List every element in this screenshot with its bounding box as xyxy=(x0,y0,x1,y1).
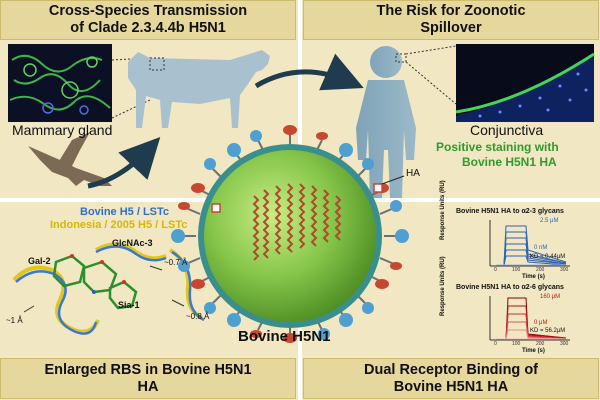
binding-chart-a26 xyxy=(489,296,570,341)
label-glcnac: GlcNAc-3 xyxy=(112,238,153,248)
title-bar-top-left: Cross-Species Transmission of Clade 2.3.… xyxy=(0,0,296,40)
title-bar-top-right: The Risk for Zoonotic Spillover xyxy=(303,0,599,40)
legend-bovine-h5: Bovine H5 / LSTc xyxy=(80,206,170,218)
distance-08: ~0.8 Å xyxy=(186,312,210,321)
title-bar-bottom-right: Dual Receptor Binding of Bovine H5N1 HA xyxy=(303,358,599,399)
ha-label: HA xyxy=(406,168,420,179)
title-line-2: Bovine H5N1 HA xyxy=(393,379,509,395)
chart-a23-xtick-100: 100 xyxy=(512,267,521,273)
conjunctiva-micrograph xyxy=(455,44,595,122)
conjunctiva-label: Conjunctiva xyxy=(470,122,544,138)
virus-name-label: Bovine H5N1 xyxy=(238,328,331,345)
title-line-1: Cross-Species Transmission xyxy=(48,3,248,19)
staining-note-line1: Positive staining with xyxy=(436,140,559,154)
transmission-arrow-right xyxy=(254,53,364,91)
chart-a23-xtick-0: 0 xyxy=(494,267,497,273)
chart-a23-top-conc: 2.5 μM xyxy=(540,218,559,224)
title-line-2: HA xyxy=(137,379,159,395)
chart-a23-bottom-conc: 0 nM xyxy=(534,245,548,251)
chart-a23-ylabel: Response Units (RU) xyxy=(440,180,446,240)
title-line-1: The Risk for Zoonotic xyxy=(376,3,526,19)
chart-a26-xtick-0: 0 xyxy=(494,341,497,347)
chart-a26-ylabel: Response Units (RU) xyxy=(440,256,446,316)
chart-a26-top-conc: 160 μM xyxy=(540,294,561,300)
chart-a23-title: Bovine H5N1 HA to α2-3 glycans xyxy=(456,208,564,215)
staining-note-line2: Bovine H5N1 HA xyxy=(462,155,557,169)
chart-a23-xtick-200: 200 xyxy=(536,267,545,273)
chart-a26-kd: KD = 56.2μM xyxy=(530,328,566,334)
bird-icon xyxy=(28,132,112,186)
chart-a26-xtick-100: 100 xyxy=(512,341,521,347)
chart-a23-xtick-300: 300 xyxy=(560,267,569,273)
title-bar-bottom-left: Enlarged RBS in Bovine H5N1 HA xyxy=(0,358,296,399)
title-line-1: Enlarged RBS in Bovine H5N1 xyxy=(44,362,252,378)
cow-icon xyxy=(128,50,270,128)
distance-1: ~1 Å xyxy=(6,316,23,325)
chart-a23-kd: KD = 0.44μM xyxy=(530,254,566,260)
chart-a26-xtick-200: 200 xyxy=(536,341,545,347)
chart-a26-title: Bovine H5N1 HA to α2-6 glycans xyxy=(456,284,564,291)
binding-chart-a23 xyxy=(489,220,570,267)
chart-a26-xlabel: Time (s) xyxy=(522,348,545,354)
virus-core xyxy=(204,150,376,322)
chart-a23-xlabel: Time (s) xyxy=(522,274,545,280)
mammary-gland-micrograph xyxy=(8,44,112,122)
title-line-2: Spillover xyxy=(420,20,482,36)
label-sia: Sia-1 xyxy=(118,300,140,310)
title-line-2: of Clade 2.3.4.4b H5N1 xyxy=(70,20,226,36)
chart-a26-bottom-conc: 0 μM xyxy=(534,320,548,326)
label-gal: Gal-2 xyxy=(28,256,51,266)
rbs-structure xyxy=(12,242,205,335)
chart-a26-xtick-300: 300 xyxy=(560,341,569,347)
title-line-1: Dual Receptor Binding of xyxy=(364,362,538,378)
virus-particle xyxy=(171,125,409,343)
virus-rna-segments xyxy=(252,183,342,261)
distance-07: ~0.7 Å xyxy=(164,258,188,267)
legend-indonesia-h5: Indonesia / 2005 H5 / LSTc xyxy=(50,219,188,231)
transmission-arrow-left xyxy=(87,137,161,189)
mammary-gland-label: Mammary gland xyxy=(12,122,113,138)
